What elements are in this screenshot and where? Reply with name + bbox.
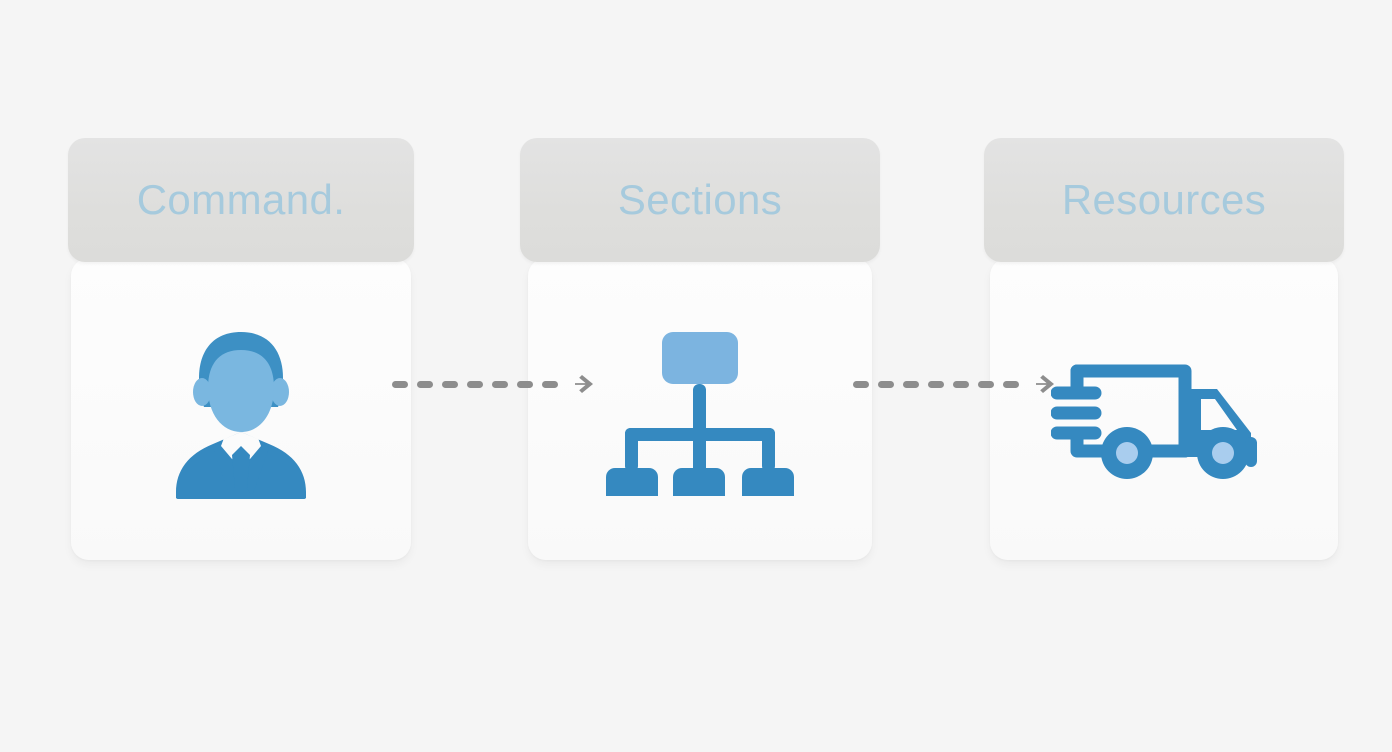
card-header-sections: Sections <box>520 138 880 262</box>
card-title-resources: Resources <box>1061 176 1267 223</box>
businessman-person-icon <box>166 328 316 500</box>
card-title-sections: Sections <box>617 176 783 223</box>
card-body-sections <box>528 258 872 560</box>
dash-segment <box>878 380 894 388</box>
dashed-arrow-right-icon <box>392 372 597 396</box>
dash-segment <box>928 380 944 388</box>
delivery-truck-icon <box>1051 333 1277 489</box>
dashed-arrow-right-icon <box>853 372 1058 396</box>
arrow-head-icon <box>1036 375 1054 393</box>
connector-command-to-sections <box>392 370 593 398</box>
card-header-command: Command. <box>68 138 414 262</box>
dash-segment <box>953 380 969 388</box>
connector-sections-to-resources <box>853 370 1054 398</box>
dash-segment <box>517 380 533 388</box>
dash-segment <box>417 380 433 388</box>
dash-segment <box>903 380 919 388</box>
process-card-sections[interactable]: Sections <box>520 138 880 560</box>
hierarchy-org-chart-icon <box>600 328 800 496</box>
card-body-command <box>71 258 411 560</box>
dash-segment <box>542 380 558 388</box>
card-body-resources <box>990 258 1338 560</box>
dash-segment <box>442 380 458 388</box>
arrow-head-icon <box>575 375 593 393</box>
card-header-resources: Resources <box>984 138 1344 262</box>
process-card-command[interactable]: Command. <box>68 138 414 560</box>
dash-segment <box>1003 380 1019 388</box>
dash-segment <box>467 380 483 388</box>
dash-segment <box>492 380 508 388</box>
dash-segment <box>392 380 408 388</box>
dash-segment <box>978 380 994 388</box>
card-title-command: Command. <box>136 176 346 223</box>
process-card-resources[interactable]: Resources <box>984 138 1344 560</box>
dash-segment <box>853 380 869 388</box>
